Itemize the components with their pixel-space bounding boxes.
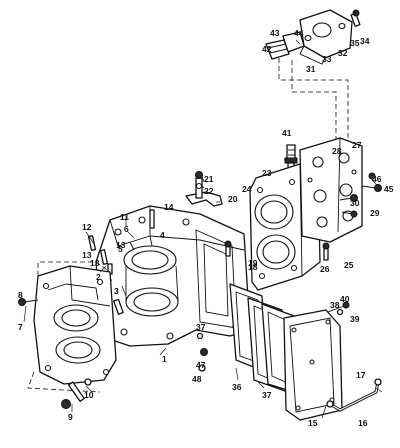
- callout-number: 3: [114, 286, 119, 296]
- callout-number: 35: [350, 38, 360, 48]
- callout-number: 39: [350, 314, 360, 324]
- small-fasteners: [196, 240, 330, 372]
- callout-number: 8: [18, 290, 23, 300]
- cover-bolts: [327, 301, 350, 316]
- dowel-pins: [87, 209, 155, 315]
- callout-number: 36: [232, 382, 242, 392]
- callout-number: 24: [242, 184, 252, 194]
- callout-number: 44: [294, 28, 304, 38]
- callout-number: 47: [196, 360, 206, 370]
- callout-number: 40: [340, 294, 350, 304]
- callout-number: 13: [82, 250, 92, 260]
- callout-number: 21: [204, 174, 214, 184]
- callout-number: 46: [372, 174, 382, 184]
- callout-number: 6: [124, 224, 129, 234]
- callout-number: 14: [164, 202, 174, 212]
- callout-number: 31: [306, 64, 316, 74]
- callout-number: 15: [308, 418, 318, 428]
- callout-number: 38: [330, 300, 340, 310]
- callout-number: 19: [248, 258, 258, 268]
- callout-number: 23: [262, 168, 272, 178]
- callout-number: 7: [18, 322, 23, 332]
- callout-number: 43: [270, 28, 280, 38]
- callout-number: 26: [320, 264, 330, 274]
- callout-number: 45: [384, 184, 394, 194]
- callout-number: 11: [120, 212, 129, 222]
- callout-number: 16: [358, 418, 368, 428]
- callout-number: 4: [160, 230, 165, 240]
- callout-number: 13: [90, 258, 100, 268]
- callout-number: 42: [262, 44, 272, 54]
- exhaust-outer-cover: [283, 309, 343, 421]
- callout-number: 27: [352, 140, 362, 150]
- callout-number: 28: [332, 146, 342, 156]
- callout-number: 25: [344, 260, 354, 270]
- callout-number: 37: [196, 322, 206, 332]
- cylinder-block: [95, 205, 251, 347]
- callout-number: 32: [338, 48, 348, 58]
- callout-number: 17: [356, 370, 366, 380]
- callout-number: 9: [68, 412, 73, 422]
- callout-number: 13: [116, 240, 126, 250]
- callout-number: 5: [118, 244, 123, 254]
- callout-number: 2: [96, 272, 101, 282]
- callout-number: 10: [84, 390, 94, 400]
- callout-number: 18: [248, 262, 258, 272]
- callout-number: 20: [228, 194, 238, 204]
- callout-number: 34: [360, 36, 370, 46]
- callout-number: 41: [282, 128, 292, 138]
- crankcase-tube: [185, 191, 223, 207]
- callout-number: 1: [162, 354, 167, 364]
- callout-number: 33: [322, 54, 332, 64]
- thermostat-cover-assembly: [265, 9, 361, 65]
- callout-number: 22: [204, 186, 214, 196]
- cover-guide-line: [278, 58, 349, 171]
- callout-number: 12: [82, 222, 92, 232]
- callout-number: 48: [192, 374, 202, 384]
- callout-number: 29: [370, 208, 380, 218]
- cylinder-head-cover: [299, 137, 363, 243]
- intake-manifold: [33, 265, 117, 385]
- leader-lines: [23, 39, 383, 419]
- callout-number: 37: [262, 390, 272, 400]
- manifold-bolts: [18, 298, 92, 409]
- callout-number: 30: [350, 198, 360, 208]
